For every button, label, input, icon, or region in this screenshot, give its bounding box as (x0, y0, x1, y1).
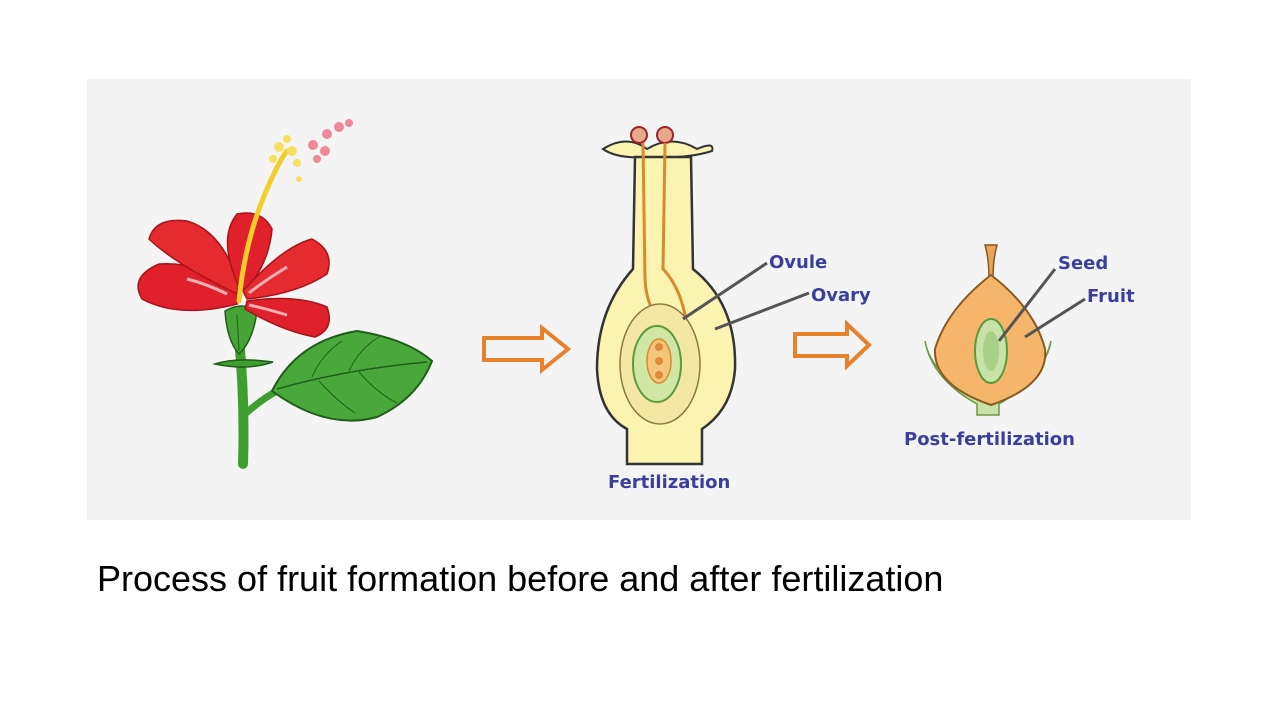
figure-caption: Process of fruit formation before and af… (97, 558, 944, 599)
flower-illustration (137, 119, 434, 469)
process-arrow-2 (793, 319, 872, 371)
label-seed: Seed (1058, 253, 1108, 274)
fruit-illustration (924, 244, 1086, 416)
anthers (269, 119, 353, 182)
ovule (632, 325, 682, 403)
seed (974, 318, 1008, 384)
label-post-fertilization: Post-fertilization (904, 429, 1075, 450)
label-fruit: Fruit (1087, 286, 1135, 307)
figure-panel: Ovule Ovary Fertilization (87, 79, 1191, 520)
label-ovary: Ovary (811, 285, 871, 306)
pistil-illustration (595, 126, 810, 466)
fruit-formation-diagram: Ovule Ovary Fertilization (137, 119, 1135, 493)
process-arrow-1 (482, 323, 572, 375)
label-fertilization: Fertilization (608, 472, 730, 493)
label-ovule: Ovule (769, 252, 827, 273)
petals (137, 212, 330, 338)
leaf (270, 329, 434, 422)
